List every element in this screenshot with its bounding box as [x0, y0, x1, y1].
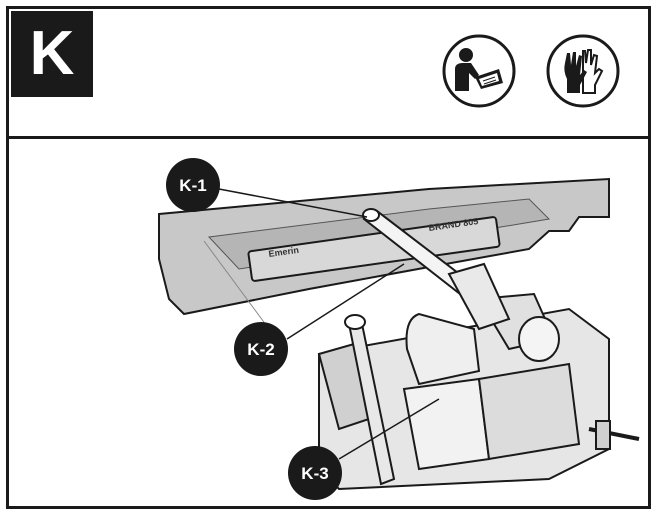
- callout-k2-label: K-2: [247, 340, 274, 359]
- callout-k3: K-3: [288, 446, 342, 500]
- callout-k1-label: K-1: [179, 176, 206, 195]
- protective-gloves-icon: [546, 34, 620, 108]
- callout-k1: K-1: [166, 158, 220, 212]
- step-letter-badge: K: [11, 11, 93, 97]
- svg-text:Emerin: Emerin: [268, 245, 300, 259]
- callout-k2: K-2: [234, 322, 288, 376]
- callout-k3-label: K-3: [301, 464, 328, 483]
- read-manual-icon: [442, 34, 516, 108]
- panel-header: K: [9, 9, 648, 139]
- blade-removal-illustration: Emerin BRAND 805 K-1 K-2: [158, 158, 640, 500]
- instruction-panel: K Emerin BRAND 805: [6, 6, 651, 509]
